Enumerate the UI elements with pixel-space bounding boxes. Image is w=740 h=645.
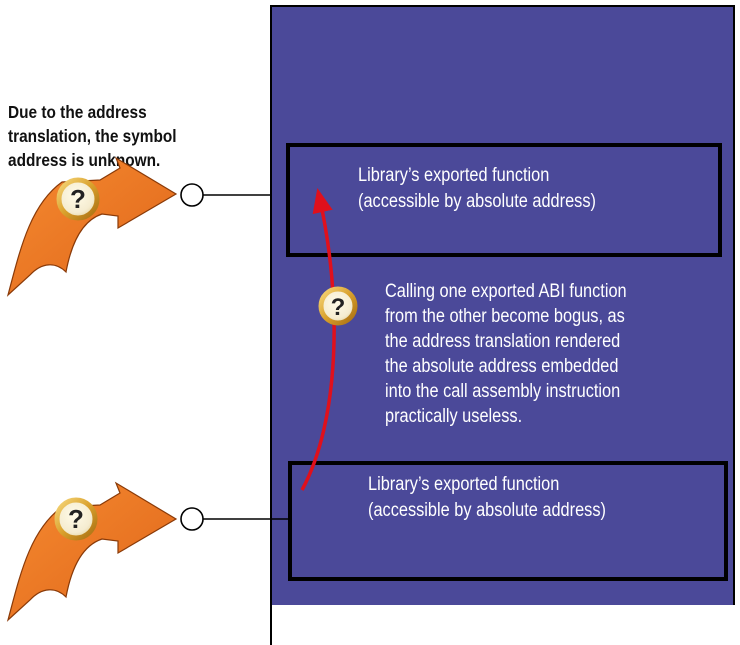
note-line-2: translation, the symbol <box>8 126 177 146</box>
bogus-call-explanation: Calling one exported ABI function from t… <box>385 279 627 429</box>
question-mark-arrow-icon-top: ? <box>6 156 178 297</box>
question-mark-badge-icon <box>56 177 100 221</box>
function-top-line-2: (accessible by absolute address) <box>358 191 596 212</box>
explanation-line-1: Calling one exported ABI function <box>385 281 627 302</box>
explanation-line-5: into the call assembly instruction <box>385 381 621 402</box>
note-line-1: Due to the address <box>8 102 147 122</box>
note-line-3: address is unknown. <box>8 150 161 170</box>
explanation-line-3: the address translation rendered <box>385 331 621 352</box>
explanation-line-6: practically useless. <box>385 406 523 427</box>
interface-lollipop-icon-top <box>180 183 204 207</box>
function-bottom-line-1: Library’s exported function <box>368 474 560 495</box>
function-top-line-1: Library’s exported function <box>358 165 550 186</box>
interface-lollipop-icon-bottom <box>180 507 204 531</box>
question-mark-badge-icon <box>54 497 98 541</box>
explanation-line-2: from the other become bogus, as <box>385 306 625 327</box>
address-unknown-note: Due to the address translation, the symb… <box>8 76 210 172</box>
question-mark-arrow-icon-bottom: ? <box>6 481 178 622</box>
exported-function-box-top <box>286 143 722 257</box>
call-arrow <box>300 188 336 491</box>
svg-text:?: ? <box>331 294 346 321</box>
function-bottom-line-2: (accessible by absolute address) <box>368 500 606 521</box>
exported-function-box-bottom <box>288 461 728 581</box>
svg-text:?: ? <box>70 184 86 214</box>
svg-text:?: ? <box>68 504 84 534</box>
exported-function-label-bottom: Library’s exported function (accessible … <box>368 472 606 524</box>
question-mark-badge-icon-call: ? <box>318 286 358 326</box>
library-module-panel-base <box>270 605 735 645</box>
exported-function-label-top: Library’s exported function (accessible … <box>358 163 596 215</box>
explanation-line-4: the absolute address embedded <box>385 356 619 377</box>
